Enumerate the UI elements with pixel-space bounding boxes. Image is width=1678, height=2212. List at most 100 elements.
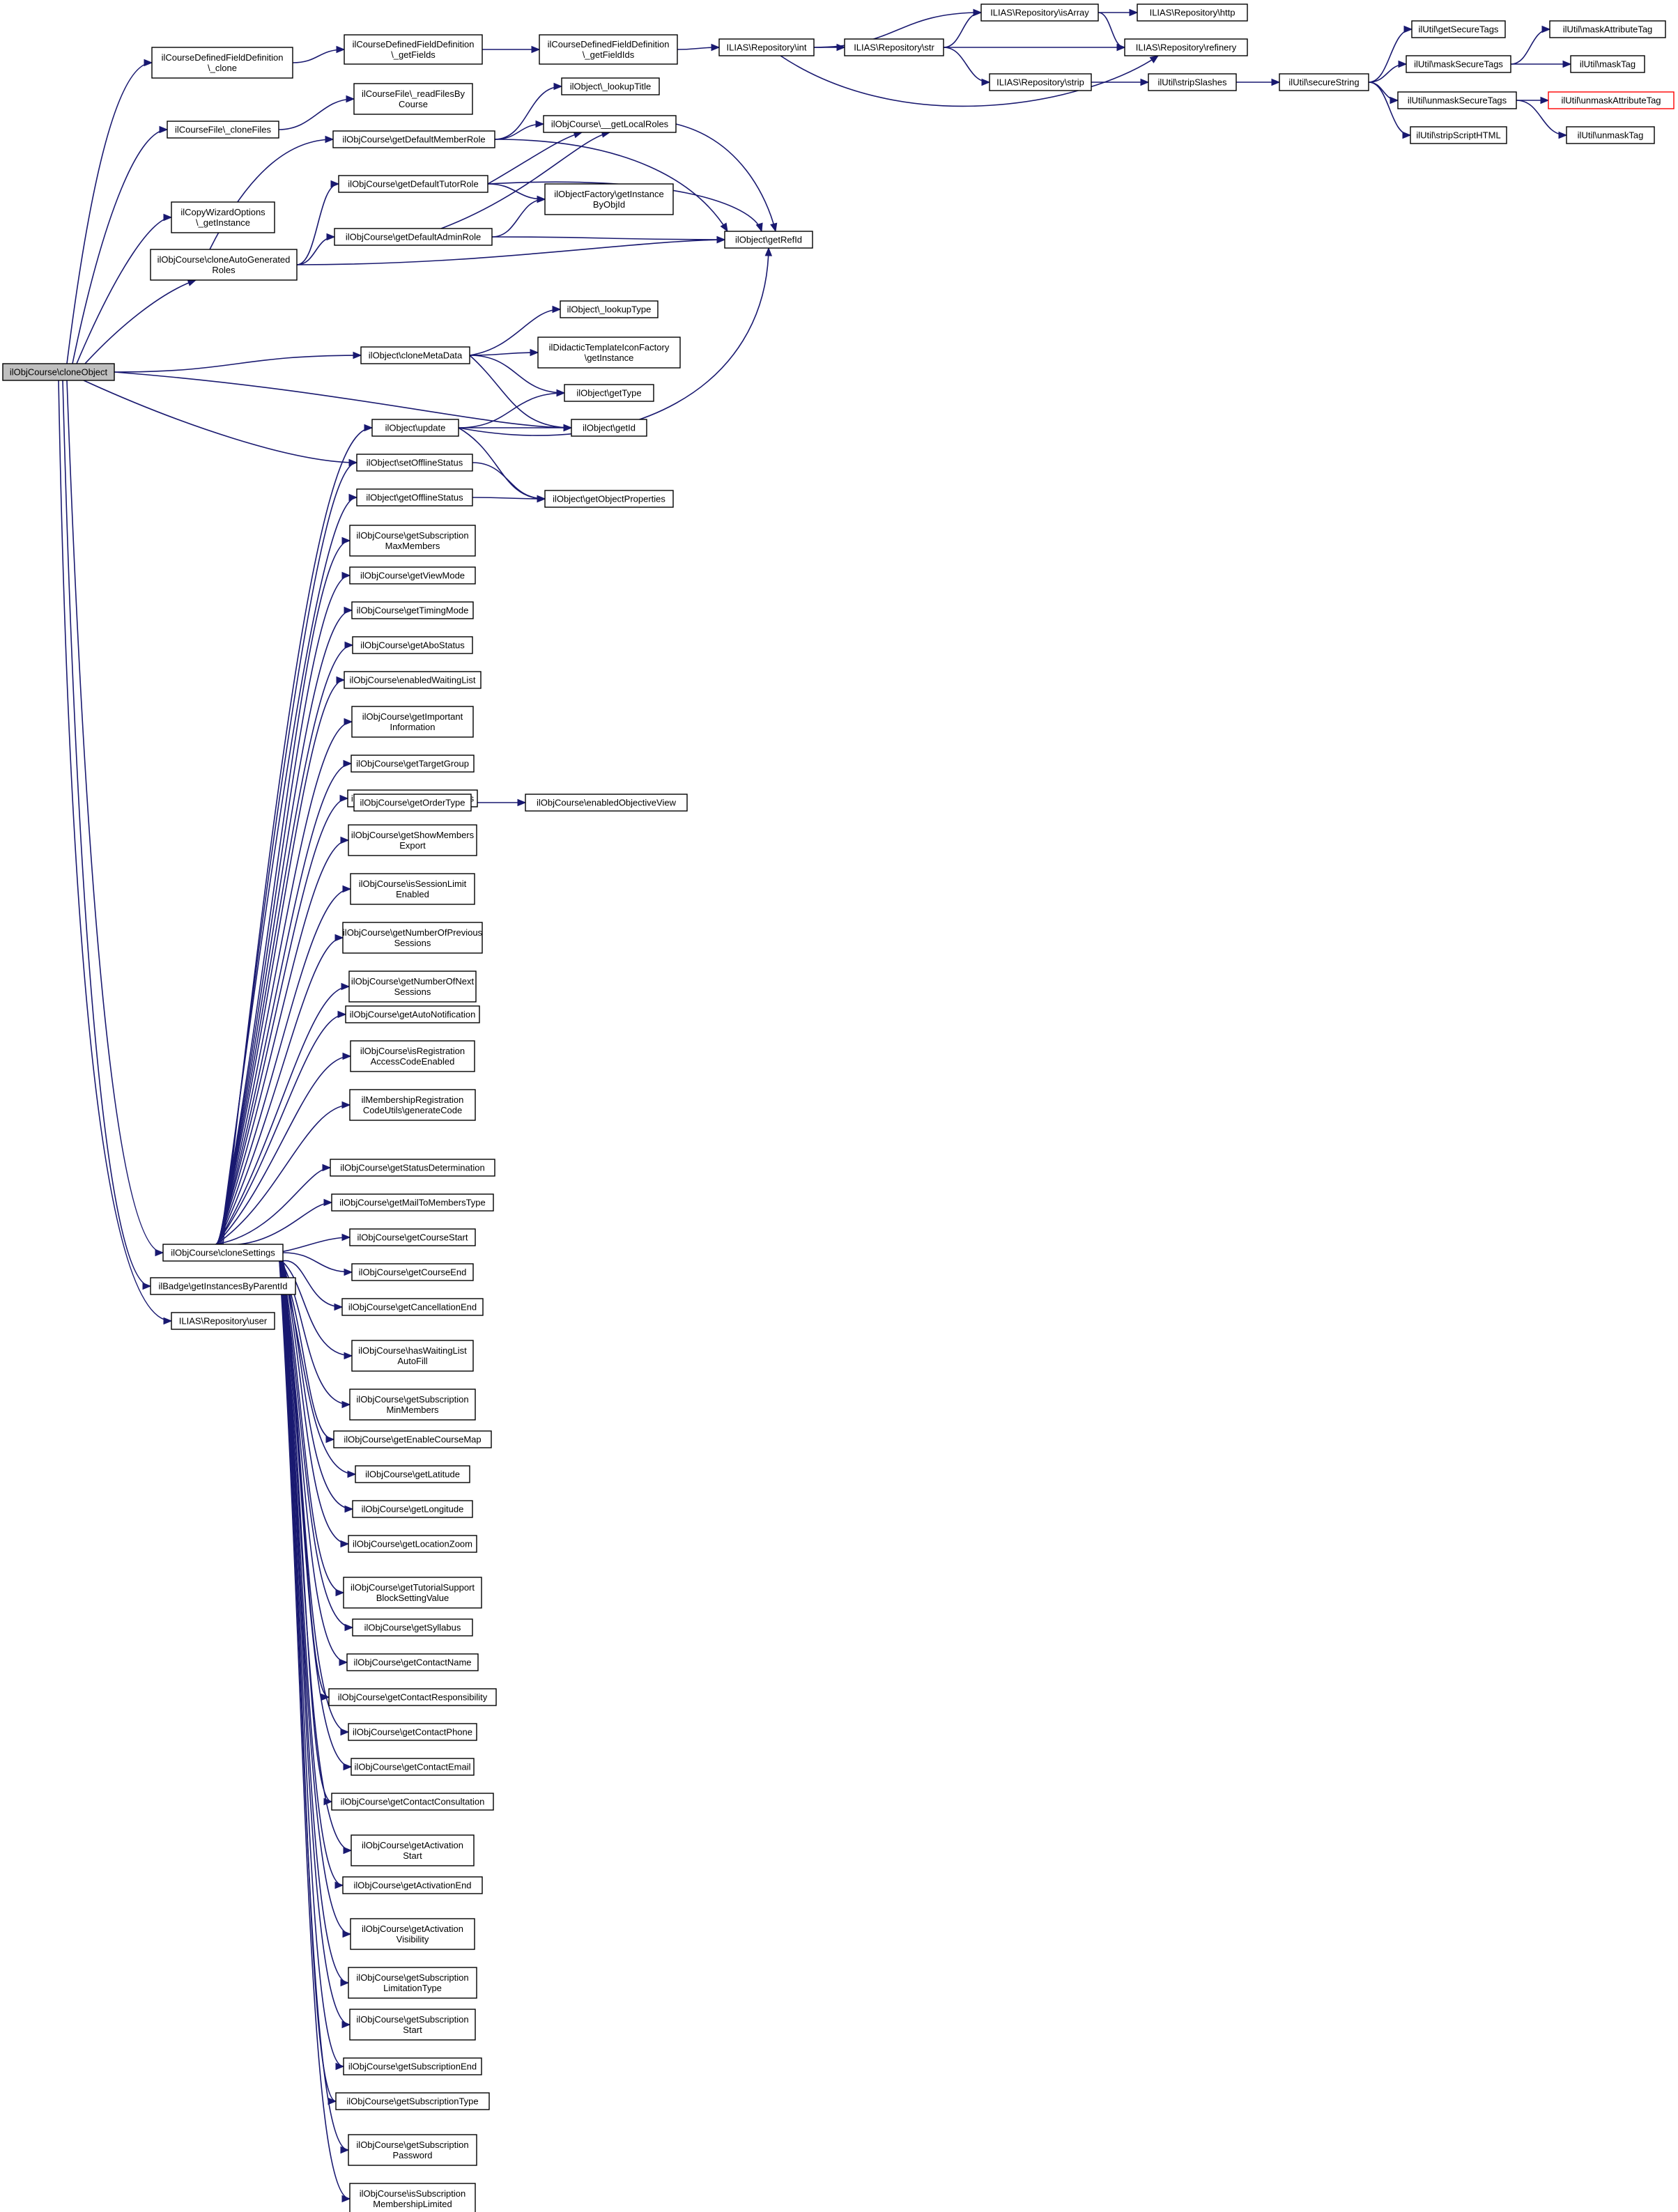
node-obj-lookup-type[interactable]: ilObject\_lookupType <box>560 300 659 318</box>
node-get-contact-responsibility[interactable]: ilObjCourse\getContactResponsibility <box>328 1688 497 1706</box>
node-get-abo-status[interactable]: ilObjCourse\getAboStatus <box>352 636 473 654</box>
node-get-location-zoom[interactable]: ilObjCourse\getLocationZoom <box>348 1535 477 1553</box>
edge-line <box>280 1260 353 1628</box>
node-oc-get-default-tutor-role[interactable]: ilObjCourse\getDefaultTutorRole <box>338 175 488 193</box>
node-get-contact-phone[interactable]: ilObjCourse\getContactPhone <box>348 1723 477 1741</box>
node-repo-http[interactable]: ILIAS\Repository\http <box>1137 3 1248 22</box>
node-is-registration-access-code-enabled[interactable]: ilObjCourse\isRegistrationAccessCodeEnab… <box>350 1040 475 1072</box>
node-get-latitude[interactable]: ilObjCourse\getLatitude <box>355 1465 470 1483</box>
node-cfd-get-field-ids[interactable]: ilCourseDefinedFieldDefinition\_getField… <box>539 34 678 65</box>
node-cfd-get-fields[interactable]: ilCourseDefinedFieldDefinition\_getField… <box>344 34 483 65</box>
node-oc-clone-settings[interactable]: ilObjCourse\cloneSettings <box>162 1244 284 1262</box>
node-oc-get-local-roles[interactable]: ilObjCourse\__getLocalRoles <box>543 115 677 133</box>
node-oc-get-default-admin-role[interactable]: ilObjCourse\getDefaultAdminRole <box>334 228 493 246</box>
node-obj-clone-meta-data[interactable]: ilObject\cloneMetaData <box>360 346 470 364</box>
node-util-unmask-attribute-tag[interactable]: ilUtil\unmaskAttributeTag <box>1548 91 1675 109</box>
node-get-longitude[interactable]: ilObjCourse\getLongitude <box>352 1500 473 1518</box>
arrow-head <box>1402 131 1412 139</box>
node-oc-get-order-type[interactable]: ilObjCourse\getOrderType <box>353 794 472 812</box>
node-get-syllabus[interactable]: ilObjCourse\getSyllabus <box>352 1618 473 1637</box>
edge-line <box>282 1252 353 1273</box>
node-get-contact-email[interactable]: ilObjCourse\getContactEmail <box>351 1758 475 1776</box>
node-cf-clone-files[interactable]: ilCourseFile\_cloneFiles <box>167 121 279 139</box>
node-get-activation-end[interactable]: ilObjCourse\getActivationEnd <box>342 1876 483 1894</box>
node-util-secure-string[interactable]: ilUtil\secureString <box>1279 73 1369 91</box>
node-root[interactable]: ilObjCourse\cloneObject <box>2 363 115 381</box>
node-util-mask-tag[interactable]: ilUtil\maskTag <box>1570 55 1645 73</box>
node-repo-int[interactable]: ILIAS\Repository\int <box>718 38 815 56</box>
node-repo-refinery[interactable]: ILIAS\Repository\refinery <box>1124 38 1248 56</box>
node-obj-get-ref-id[interactable]: ilObject\getRefId <box>724 231 813 249</box>
node-box <box>150 1277 296 1295</box>
node-is-subscription-membership-limited[interactable]: ilObjCourse\isSubscriptionMembershipLimi… <box>349 2183 476 2212</box>
node-get-timing-mode[interactable]: ilObjCourse\getTimingMode <box>351 601 474 619</box>
node-util-mask-secure-tags[interactable]: ilUtil\maskSecureTags <box>1406 55 1511 73</box>
node-obj-update[interactable]: ilObject\update <box>371 419 459 437</box>
arrow-head <box>770 222 778 233</box>
node-badge-get-instances-by-parent-id[interactable]: ilBadge\getInstancesByParentId <box>150 1277 296 1295</box>
arrow-head <box>344 1268 353 1276</box>
node-get-auto-notification[interactable]: ilObjCourse\getAutoNotification <box>345 1005 480 1023</box>
node-get-tutorial-support-block-setting-value[interactable]: ilObjCourse\getTutorialSupportBlockSetti… <box>343 1577 482 1609</box>
node-label: ilObjCourse\getMailToMembersType <box>339 1198 486 1208</box>
node-util-mask-attribute-tag[interactable]: ilUtil\maskAttributeTag <box>1549 20 1666 38</box>
node-generate-code[interactable]: ilMembershipRegistrationCodeUtils\genera… <box>349 1089 476 1121</box>
node-get-course-end[interactable]: ilObjCourse\getCourseEnd <box>351 1263 474 1281</box>
node-box <box>351 755 475 773</box>
node-get-view-mode[interactable]: ilObjCourse\getViewMode <box>349 566 476 585</box>
node-repo-is-array[interactable]: ILIAS\Repository\isArray <box>980 3 1099 22</box>
node-get-subscription-limitation-type[interactable]: ilObjCourse\getSubscriptionLimitationTyp… <box>348 1967 477 1999</box>
node-util-get-secure-tags[interactable]: ilUtil\getSecureTags <box>1411 20 1506 38</box>
node-obj-get-offline-status[interactable]: ilObject\getOfflineStatus <box>356 488 473 506</box>
node-obj-get-object-properties[interactable]: ilObject\getObjectProperties <box>544 490 674 508</box>
node-enabled-waiting-list[interactable]: ilObjCourse\enabledWaitingList <box>344 671 482 689</box>
node-util-strip-script-html[interactable]: ilUtil\stripScriptHTML <box>1410 126 1507 144</box>
node-get-subscription-end[interactable]: ilObjCourse\getSubscriptionEnd <box>343 2057 482 2075</box>
node-repo-str[interactable]: ILIAS\Repository\str <box>844 38 944 56</box>
node-repo-user[interactable]: ILIAS\Repository\user <box>171 1312 275 1330</box>
node-obj-get-id[interactable]: ilObject\getId <box>571 419 647 437</box>
node-util-unmask-secure-tags[interactable]: ilUtil\unmaskSecureTags <box>1397 91 1517 109</box>
node-oc-get-default-member-role[interactable]: ilObjCourse\getDefaultMemberRole <box>332 130 495 148</box>
node-obj-set-offline-status[interactable]: ilObject\setOfflineStatus <box>356 454 473 472</box>
edge-line <box>780 55 1159 107</box>
node-get-status-determination[interactable]: ilObjCourse\getStatusDetermination <box>330 1159 495 1177</box>
node-repo-strip[interactable]: ILIAS\Repository\strip <box>989 73 1092 91</box>
node-obj-get-type[interactable]: ilObject\getType <box>564 384 654 402</box>
node-box <box>371 419 459 437</box>
node-get-mail-to-members-type[interactable]: ilObjCourse\getMailToMembersType <box>331 1193 494 1212</box>
node-oc-enabled-objective-view[interactable]: ilObjCourse\enabledObjectiveView <box>525 794 688 812</box>
node-util-unmask-tag[interactable]: ilUtil\unmaskTag <box>1566 126 1655 144</box>
node-get-target-group[interactable]: ilObjCourse\getTargetGroup <box>351 755 475 773</box>
node-get-enable-course-map[interactable]: ilObjCourse\getEnableCourseMap <box>333 1430 492 1448</box>
node-label: Password <box>392 2150 432 2160</box>
node-box <box>525 794 688 812</box>
node-get-course-start[interactable]: ilObjCourse\getCourseStart <box>349 1228 476 1246</box>
node-get-contact-consultation[interactable]: ilObjCourse\getContactConsultation <box>331 1793 494 1811</box>
node-obj-lookup-title[interactable]: ilObject\_lookupTitle <box>561 77 660 95</box>
node-cfd-clone[interactable]: ilCourseDefinedFieldDefinition\_clone <box>151 47 293 79</box>
node-get-cancellation-end[interactable]: ilObjCourse\getCancellationEnd <box>341 1298 484 1316</box>
node-util-strip-slashes[interactable]: ilUtil\stripSlashes <box>1148 73 1237 91</box>
node-dtif-get-instance[interactable]: ilDidacticTemplateIconFactory\getInstanc… <box>537 337 681 369</box>
node-label: ilObject\getOfflineStatus <box>366 493 463 503</box>
node-get-contact-name[interactable]: ilObjCourse\getContactName <box>346 1653 479 1671</box>
node-cwo-get-instance[interactable]: ilCopyWizardOptions\_getInstance <box>171 201 275 233</box>
node-get-subscription-type[interactable]: ilObjCourse\getSubscriptionType <box>335 2092 490 2110</box>
node-box <box>351 706 474 738</box>
